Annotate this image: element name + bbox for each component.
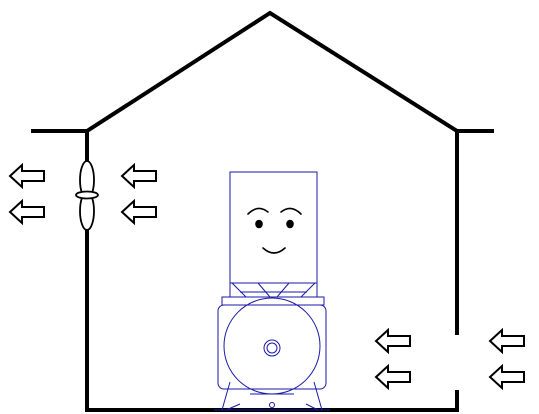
left-eyebrow [247, 207, 269, 215]
left-arrow-icon [121, 200, 157, 224]
tank-valve [269, 402, 275, 408]
left-arrow-icon [9, 200, 45, 224]
unit-mount-plate [221, 296, 325, 306]
left-arrow-icon [121, 164, 157, 188]
tank-body [217, 304, 327, 390]
unit-bracket [231, 282, 316, 298]
tank-port-outer [263, 339, 281, 357]
left-eye [255, 219, 263, 229]
right-eye [286, 219, 294, 229]
left-arrow-icon [375, 329, 411, 353]
left-arrow-icon [489, 365, 525, 389]
smile [262, 247, 286, 254]
unit-head-box [229, 171, 318, 284]
left-arrow-icon [9, 164, 45, 188]
house-outline [31, 10, 494, 412]
tank-port-inner [266, 342, 278, 354]
tank-end [223, 297, 321, 395]
right-eyebrow [280, 207, 302, 215]
smiling-unit-icon [214, 171, 330, 411]
roof-line [31, 10, 494, 133]
tank-legs [221, 381, 323, 411]
pressure-tank-icon [214, 297, 330, 411]
unit-neck [229, 282, 318, 298]
propeller-fan-icon [75, 160, 99, 231]
unit-face [247, 207, 302, 254]
left-arrow-icon [489, 329, 525, 353]
left-arrow-icon [375, 365, 411, 389]
fan-hub [75, 190, 99, 200]
